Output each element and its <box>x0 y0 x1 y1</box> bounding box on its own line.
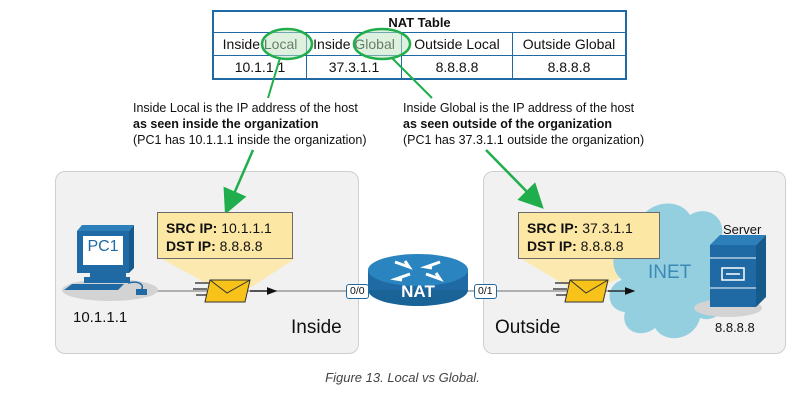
connector-line-global <box>391 57 433 99</box>
header-prefix: Inside <box>313 36 351 52</box>
src-ip-label: SRC IP: <box>527 220 579 236</box>
note-line: (PC1 has 37.3.1.1 outside the organizati… <box>403 133 645 147</box>
envelope-icon-outside <box>553 279 636 303</box>
port-inside: 0/0 <box>346 284 369 299</box>
router-label: NAT <box>401 282 435 301</box>
note-inside-local: Inside Local is the IP address of the ho… <box>133 100 366 148</box>
dst-ip-value: 8.8.8.8 <box>219 238 263 254</box>
cell-outside-global: 8.8.8.8 <box>512 55 627 80</box>
header-outside-local: Outside Local <box>401 32 513 56</box>
arrow-to-outside-packet <box>485 149 544 209</box>
inside-zone-label: Inside <box>291 317 342 338</box>
pc-icon <box>62 225 158 301</box>
router-icon <box>368 254 468 306</box>
outside-zone-label: Outside <box>495 317 561 338</box>
pc-ip: 10.1.1.1 <box>73 309 128 326</box>
highlight-oval-global <box>352 27 412 61</box>
dst-ip-value: 8.8.8.8 <box>580 238 624 254</box>
server-label: Server <box>723 222 762 237</box>
server-ip: 8.8.8.8 <box>715 320 755 335</box>
pc-name-label: PC1 <box>87 238 119 255</box>
src-ip-label: SRC IP: <box>166 220 218 236</box>
header-prefix: Inside <box>222 36 260 52</box>
port-outside: 0/1 <box>474 284 497 299</box>
packet-beam-inside <box>160 258 296 288</box>
envelope-icon-inside <box>193 279 278 303</box>
connector-line-local <box>267 57 281 99</box>
cell-outside-local: 8.8.8.8 <box>401 55 513 80</box>
packet-header-outside: SRC IP: 37.3.1.1 DST IP: 8.8.8.8 <box>518 212 660 259</box>
note-line-bold: as seen outside of the organization <box>403 117 613 131</box>
packet-header-inside: SRC IP: 10.1.1.1 DST IP: 8.8.8.8 <box>157 212 293 259</box>
note-line: Inside Global is the IP address of the h… <box>403 101 635 115</box>
header-outside-global: Outside Global <box>512 32 627 56</box>
server-icon <box>694 235 766 317</box>
note-line-bold: as seen inside the organization <box>133 117 319 131</box>
src-ip-value: 10.1.1.1 <box>221 220 272 236</box>
note-inside-global: Inside Global is the IP address of the h… <box>403 100 644 148</box>
dst-ip-label: DST IP: <box>166 238 216 254</box>
src-ip-value: 37.3.1.1 <box>582 220 633 236</box>
figure-caption: Figure 13. Local vs Global. <box>325 370 480 385</box>
note-line: Inside Local is the IP address of the ho… <box>133 101 358 115</box>
arrow-to-inside-packet <box>223 149 255 215</box>
highlight-oval-local <box>260 27 314 61</box>
dst-ip-label: DST IP: <box>527 238 577 254</box>
note-line: (PC1 has 10.1.1.1 inside the organizatio… <box>133 133 367 147</box>
nat-table-row: 10.1.1.1 37.3.1.1 8.8.8.8 8.8.8.8 <box>212 55 627 80</box>
cloud-label: INET <box>648 262 692 283</box>
